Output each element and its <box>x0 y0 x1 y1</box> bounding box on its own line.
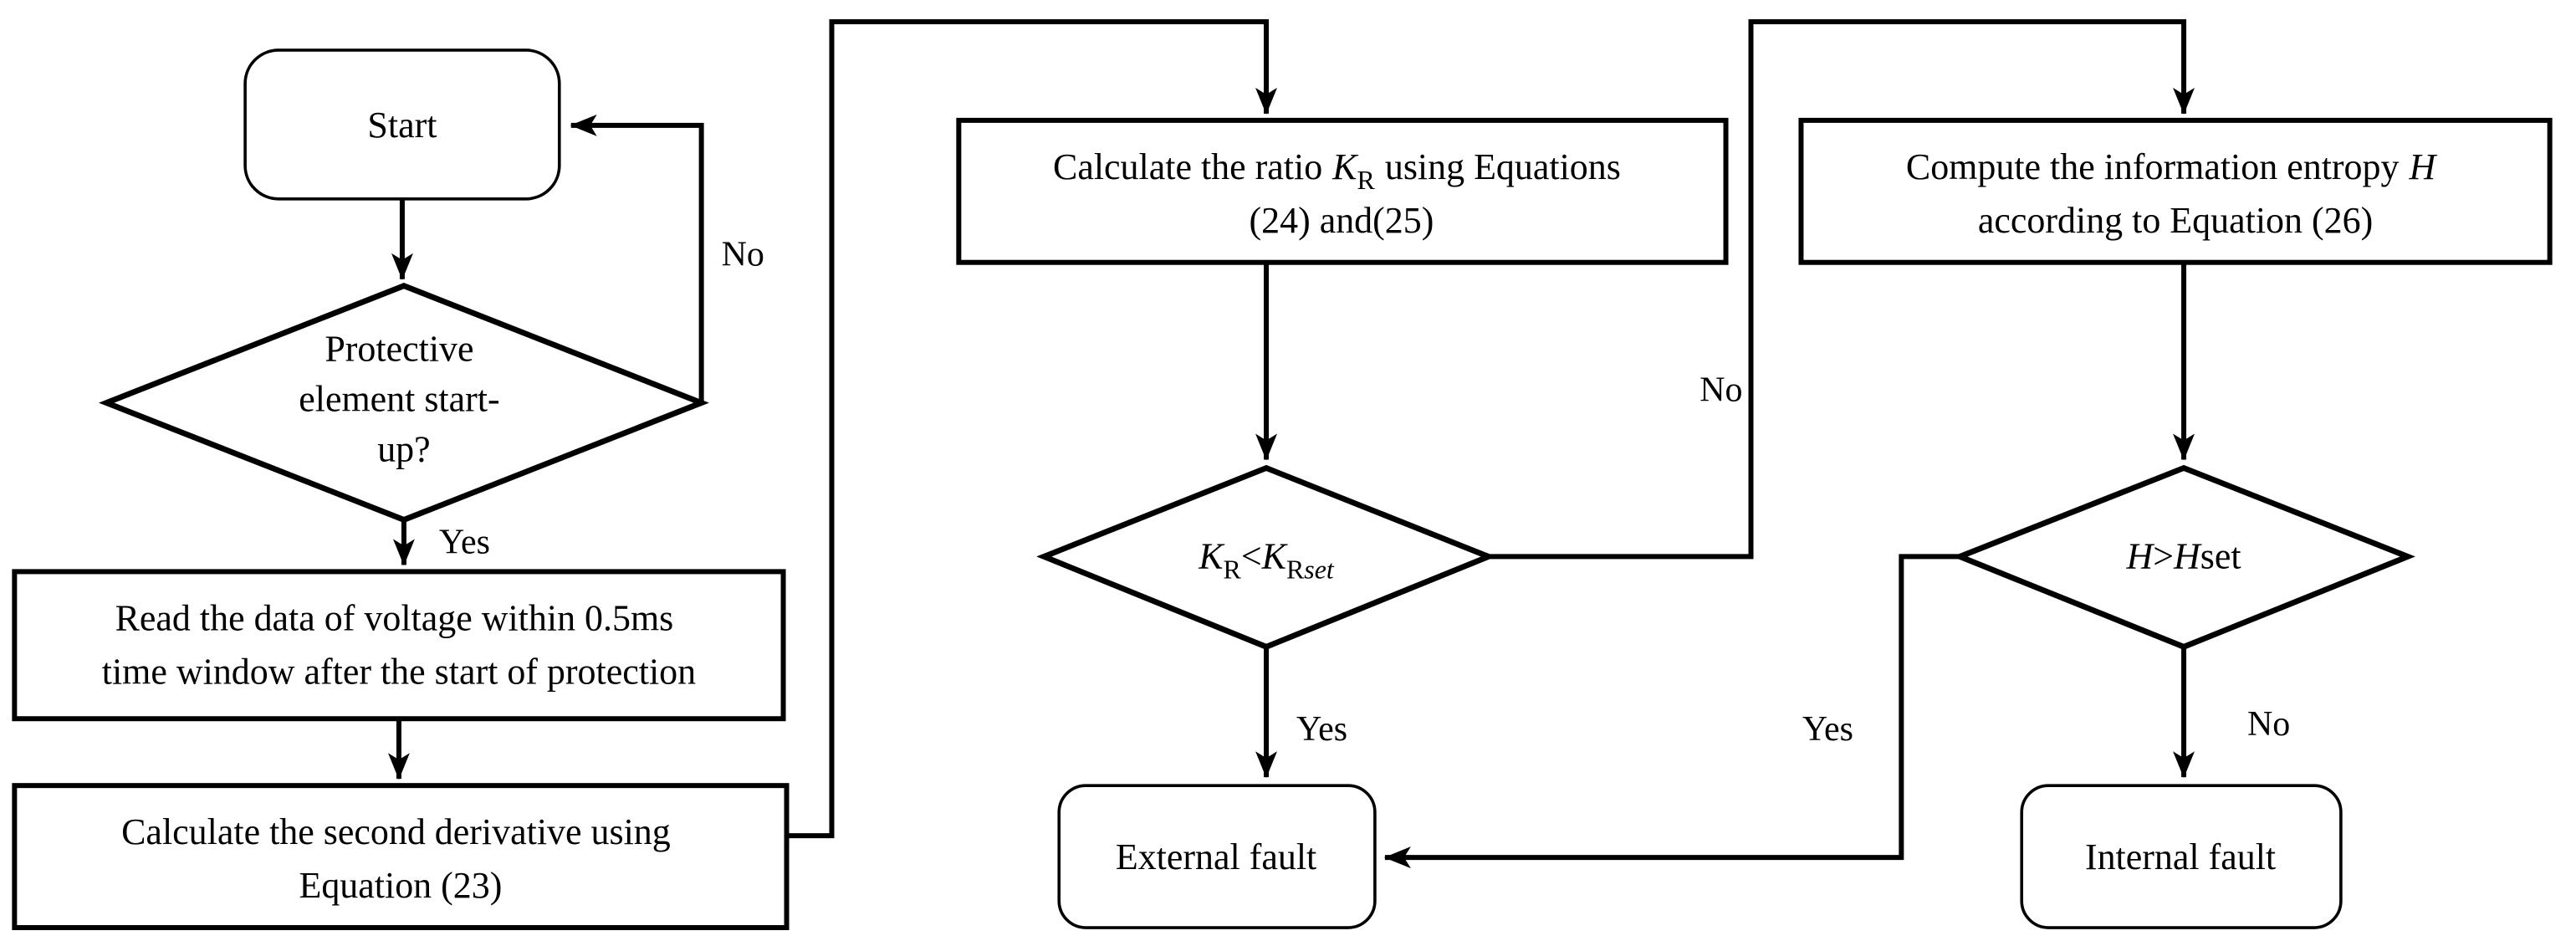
node-external-fault <box>1057 784 1377 929</box>
start-label: Start <box>367 105 437 146</box>
second-derivative-label: Calculate the second derivative using Eq… <box>121 811 680 906</box>
label-kr-no: No <box>1699 371 1742 410</box>
node-internal-fault <box>2020 784 2343 929</box>
node-protective-decision <box>98 283 709 524</box>
node-read-voltage <box>12 569 786 722</box>
protective-decision-label: Protective element start- up? <box>299 329 509 470</box>
label-protective-no: No <box>722 236 764 274</box>
edge-protective-no-loop <box>570 114 704 403</box>
external-fault-label: External fault <box>1116 836 1316 877</box>
edge-h-yes-to-external <box>1383 554 1960 869</box>
edge-kr-no-to-entropy <box>1488 18 2195 560</box>
edge-derivative-to-ratio <box>786 18 1278 839</box>
label-protective-yes: Yes <box>439 523 490 561</box>
node-h-decision <box>1952 464 2415 650</box>
label-h-yes: Yes <box>1802 710 1853 749</box>
internal-fault-label: Internal fault <box>2085 836 2276 877</box>
h-decision-label: H>Hset <box>2125 535 2241 576</box>
node-entropy <box>1798 117 2553 265</box>
node-second-derivative <box>12 783 790 931</box>
read-voltage-label: Read the data of voltage within 0.5ms ti… <box>102 597 696 692</box>
node-start <box>243 49 561 201</box>
node-kr-decision <box>1036 464 1496 650</box>
label-kr-yes: Yes <box>1296 710 1347 749</box>
node-calc-ratio <box>956 117 1729 265</box>
kr-decision-label: KR<KRset <box>1198 535 1335 584</box>
label-h-no: No <box>2247 705 2290 744</box>
